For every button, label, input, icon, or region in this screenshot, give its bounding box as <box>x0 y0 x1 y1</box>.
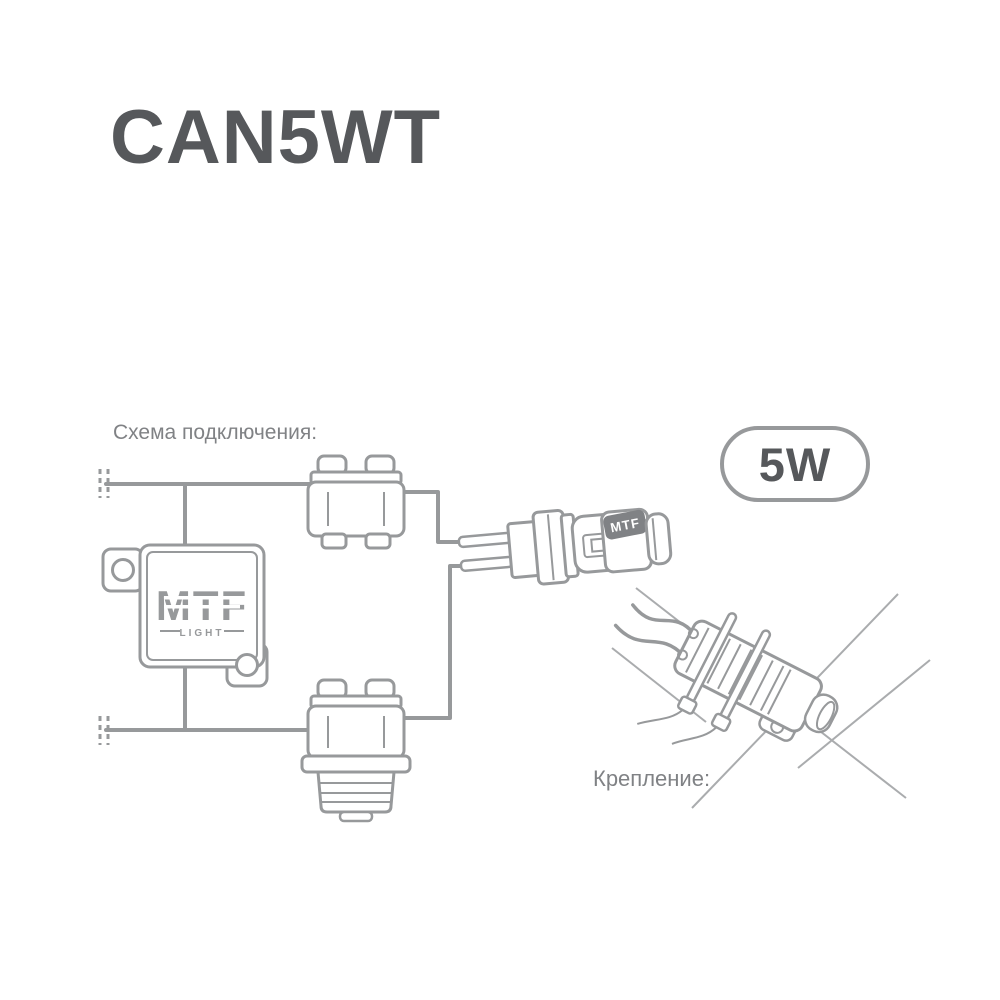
wire-connector-to-bulb-1 <box>398 490 468 544</box>
mounting-label: Крепление: <box>593 766 711 791</box>
bulb-logo-text: MTF <box>609 515 641 535</box>
bulb-prong <box>459 555 515 573</box>
top-connector <box>306 454 406 550</box>
bottom-connector <box>300 678 412 823</box>
lead-wire <box>613 623 686 658</box>
wire-break-bottom <box>98 716 110 745</box>
socket-flange <box>300 754 412 774</box>
wiring-diagram: MTF LIGHT <box>98 454 673 823</box>
wire-connector-to-bulb-2 <box>400 564 468 720</box>
wattage-badge-text: 5W <box>758 437 832 491</box>
bulb-prong <box>457 531 513 549</box>
bulb-logo-badge: MTF <box>603 509 647 540</box>
resistor-hole-left <box>111 558 135 582</box>
zip-tie-tail <box>636 709 684 725</box>
schema-label: Схема подключения: <box>113 421 318 444</box>
wires <box>104 482 468 732</box>
led-bulb: MTF <box>457 507 673 586</box>
mounted-resistor <box>613 603 839 745</box>
resistor-logo-sub-text: LIGHT <box>180 628 225 639</box>
wire-break-top <box>98 469 110 498</box>
zip-tie-head <box>676 695 698 715</box>
lead-wire <box>631 603 697 636</box>
wattage-badge: 5W <box>720 426 870 502</box>
zip-tie-head <box>710 712 732 733</box>
resistor-logo: MTF LIGHT <box>156 582 246 639</box>
connector-body <box>306 704 406 760</box>
bulb-tip <box>644 512 673 566</box>
resistor-box: MTF LIGHT <box>101 543 269 688</box>
zip-tie-tail <box>671 726 718 745</box>
resistor-hole-right <box>235 653 259 677</box>
connector-body <box>306 480 406 538</box>
product-title: CAN5WT <box>110 95 442 180</box>
mounting-illustration <box>611 587 931 809</box>
panel-edge-line <box>797 659 931 769</box>
